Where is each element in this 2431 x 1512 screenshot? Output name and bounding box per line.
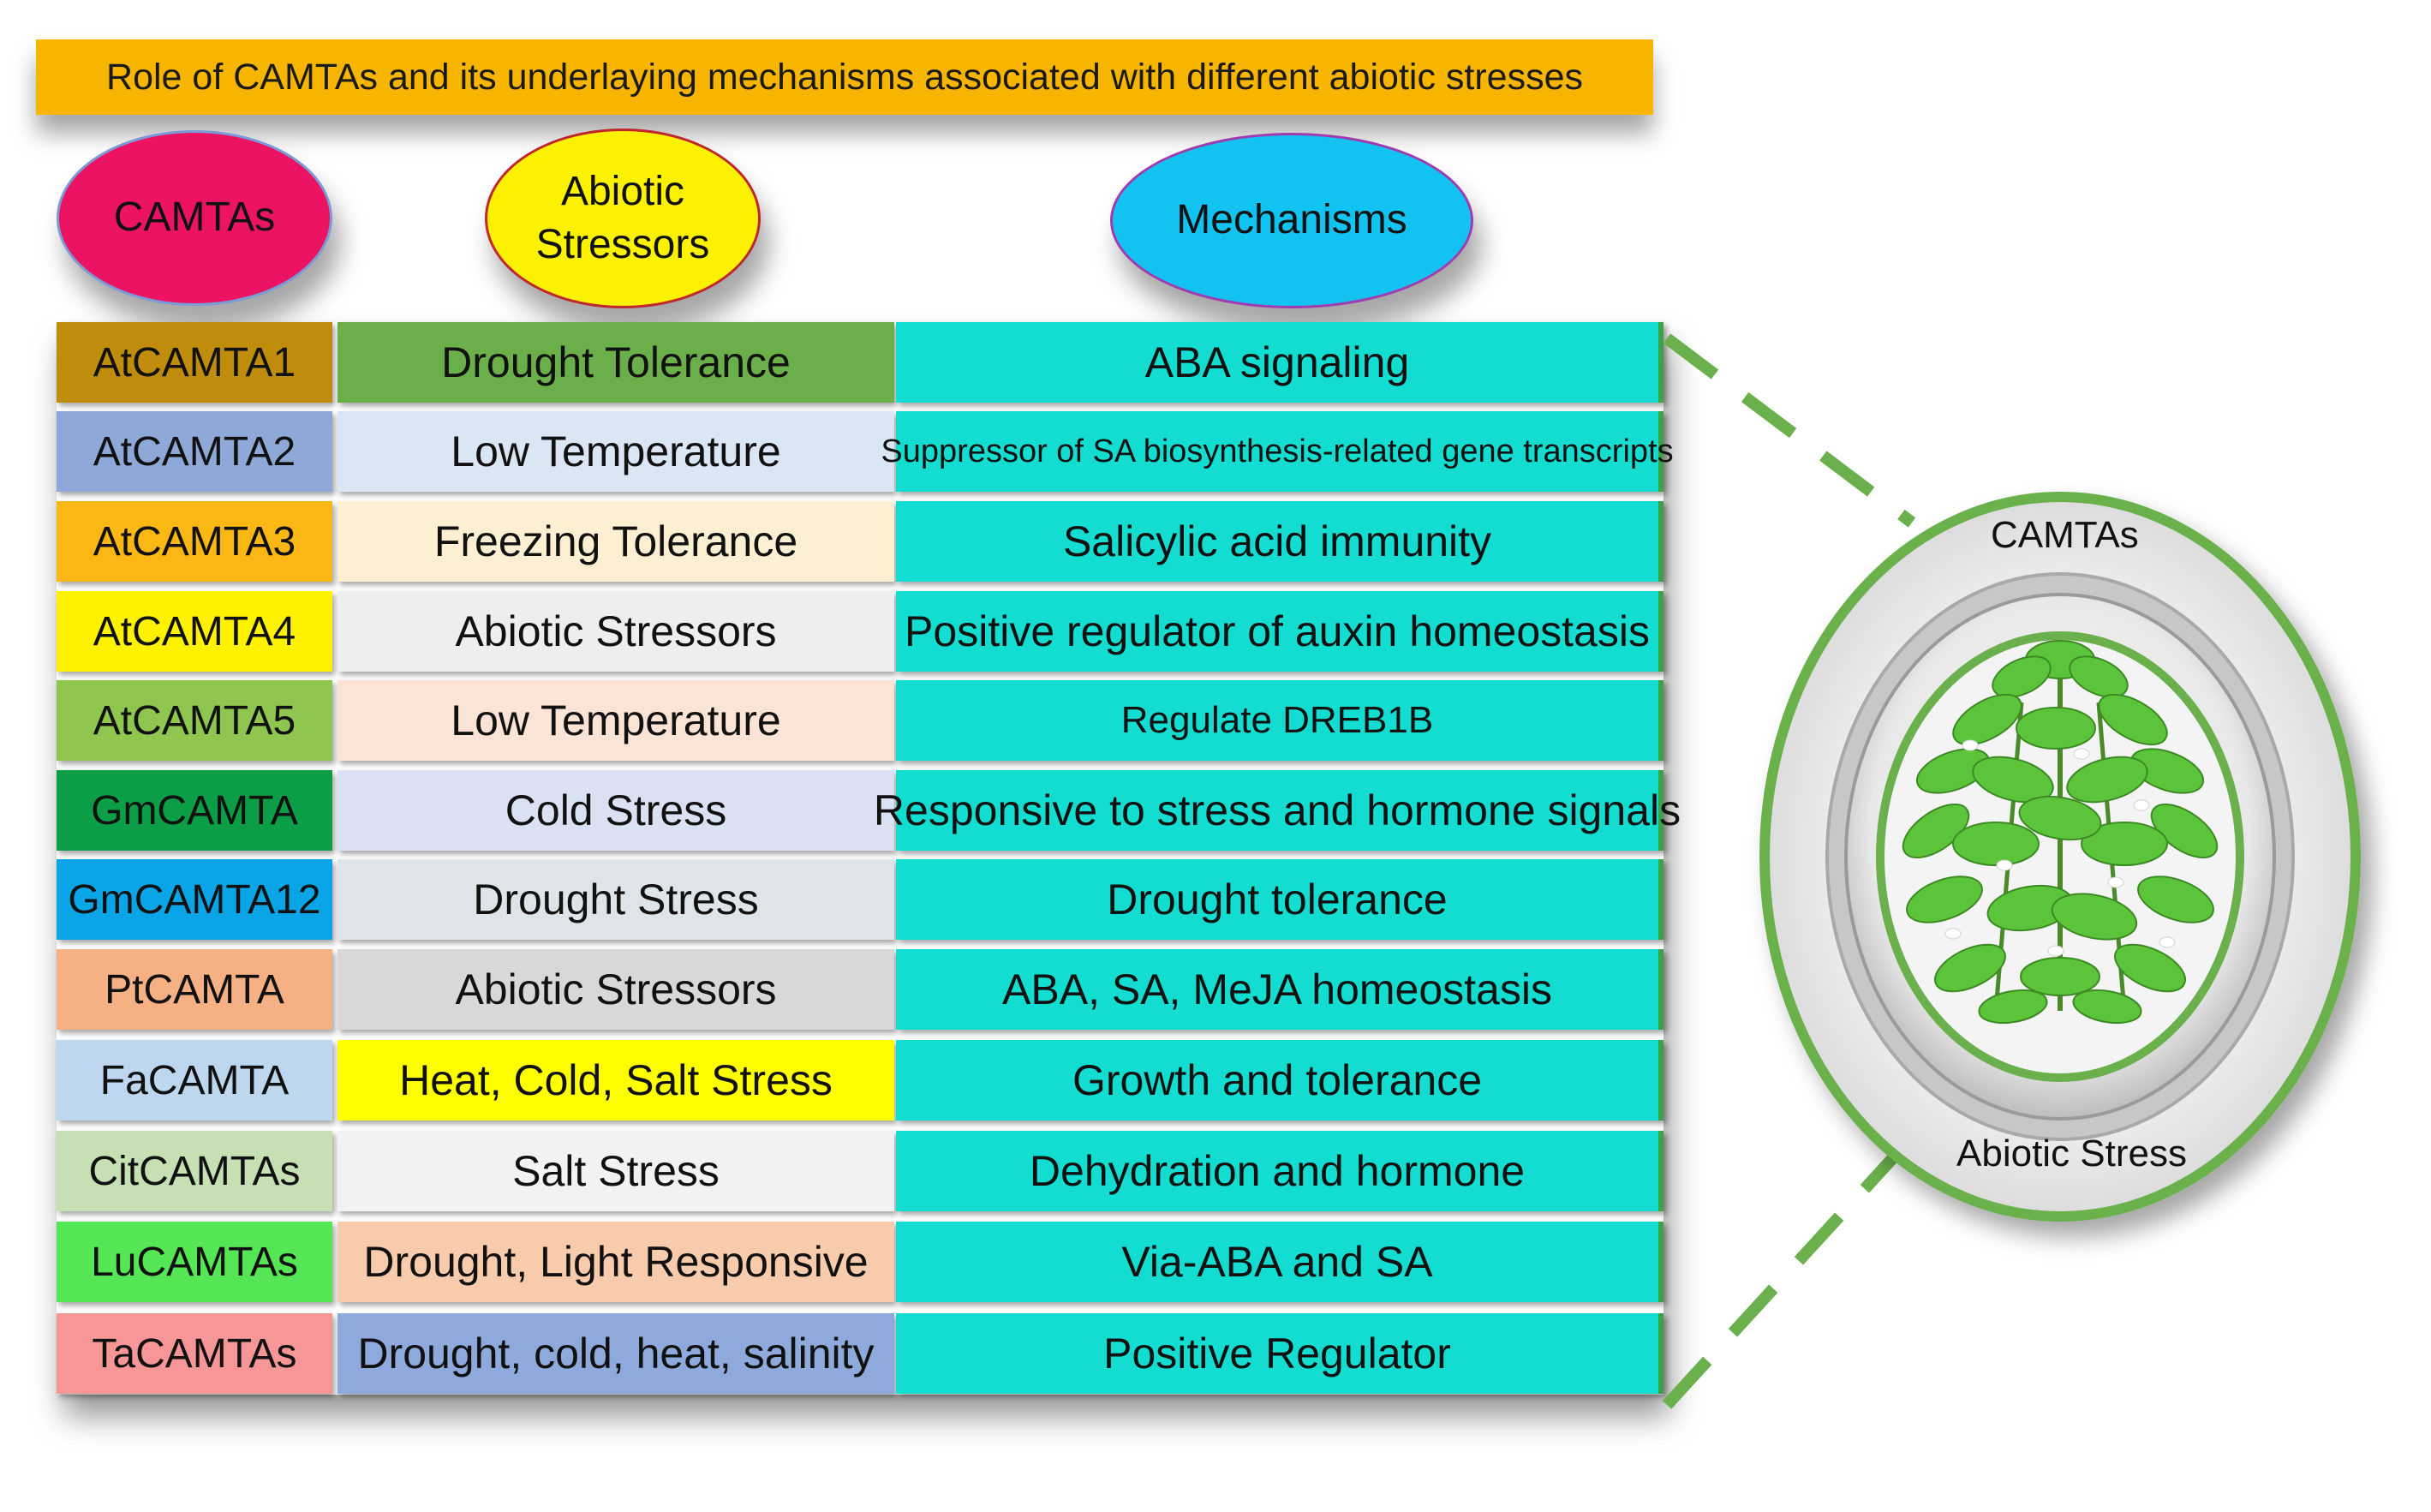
abiotic-stress-cell: Drought, Light Responsive [337,1222,894,1302]
camta-cell: AtCAMTA2 [57,411,332,492]
abiotic-stress-cell: Cold Stress [337,770,894,851]
abiotic-stress-cell: Heat, Cold, Salt Stress [337,1040,894,1121]
abiotic-stress-cell: Low Temperature [337,411,894,492]
mechanism-cell: Suppressor of SA biosynthesis-related ge… [881,411,1674,492]
abiotic-stress-cell: Abiotic Stressors [337,591,894,672]
camta-cell: AtCAMTA3 [57,501,332,582]
header-camtas-label: CAMTAs [113,194,276,241]
abiotic-stress-cell: Drought Tolerance [337,322,894,403]
circle-bottom-label: Abiotic Stress [1956,1133,2187,1174]
header-abiotic-stressors: Abiotic Stressors [485,128,761,308]
mechanism-cell: Dehydration and hormone [896,1131,1663,1211]
camta-cell: PtCAMTA [57,949,332,1030]
camta-cell: AtCAMTA4 [57,591,332,672]
abiotic-stress-cell: Abiotic Stressors [337,949,894,1030]
mechanism-cell: ABA signaling [896,322,1663,403]
camta-cell: TaCAMTAs [57,1313,332,1394]
camta-cell: FaCAMTA [57,1040,332,1121]
mechanism-cell: ABA, SA, MeJA homeostasis [896,949,1663,1030]
circle-top-label: CAMTAs [1991,514,2139,556]
plant-flowers [1944,739,2176,957]
zoom-line-bottom [1662,1148,1903,1409]
mechanism-cell: Growth and tolerance [896,1040,1663,1121]
zoom-line-top [1663,333,1916,528]
title-text: Role of CAMTAs and its underlaying mecha… [106,56,1583,98]
camta-cell: CitCAMTAs [57,1131,332,1211]
abiotic-stress-cell: Drought Stress [337,859,894,940]
header-mechanisms-label: Mechanisms [1176,197,1407,243]
abiotic-stress-cell: Drought, cold, heat, salinity [337,1313,894,1394]
header-abiotic-label: Abiotic Stressors [535,168,710,267]
title-banner: Role of CAMTAs and its underlaying mecha… [36,39,1653,115]
header-camtas: CAMTAs [57,130,332,306]
abiotic-stress-cell: Low Temperature [337,680,894,761]
mechanism-cell: Regulate DREB1B [896,680,1663,761]
mechanism-cell: Responsive to stress and hormone signals [874,770,1681,851]
mechanism-cell: Via-ABA and SA [896,1222,1663,1302]
mechanism-cell: Salicylic acid immunity [896,501,1663,582]
camta-cell: GmCAMTA12 [57,859,332,940]
camta-cell: AtCAMTA1 [57,322,332,403]
camta-cell: LuCAMTAs [57,1222,332,1302]
mechanism-cell: Positive Regulator [896,1313,1663,1394]
abiotic-stress-cell: Freezing Tolerance [337,501,894,582]
camta-cell: AtCAMTA5 [57,680,332,761]
plant-icon [1902,640,2219,1025]
camta-cell: GmCAMTA [57,770,332,851]
header-mechanisms: Mechanisms [1110,133,1473,308]
mechanism-cell: Drought tolerance [896,859,1663,940]
abiotic-stress-cell: Salt Stress [337,1131,894,1211]
mechanism-cell: Positive regulator of auxin homeostasis [896,591,1663,672]
